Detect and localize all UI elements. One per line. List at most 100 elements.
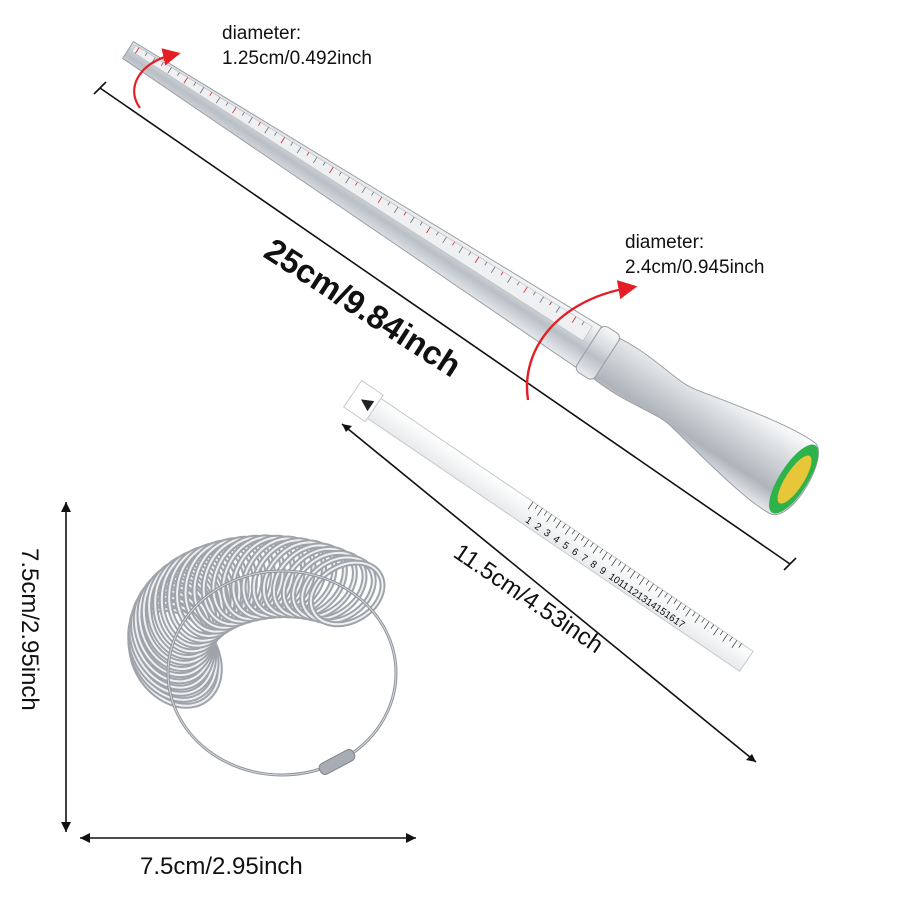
strip-tick: [564, 526, 571, 535]
strip-tick: [574, 533, 580, 541]
strip-tick: [638, 577, 645, 586]
mandrel-scale: [131, 45, 593, 342]
mandrel-tick: [241, 112, 245, 116]
mandrel-tick: [232, 107, 237, 114]
mandrel-tick: [387, 201, 391, 206]
strip-tick: [682, 605, 687, 611]
strip-tick: [627, 567, 631, 573]
mandrel-tick: [274, 132, 277, 136]
mandrel-tick: [581, 321, 585, 326]
mandrel-tick: [296, 146, 302, 154]
rings-width-arrow-right: [406, 833, 416, 843]
bottom-diameter-arc: [525, 280, 638, 401]
strip-length-arrow-start: [342, 424, 352, 432]
mandrel-tick: [549, 301, 553, 306]
mandrel-tick: [435, 231, 439, 236]
strip-scale-number: 2: [532, 521, 543, 533]
mandrel-tick: [377, 196, 383, 204]
strip-tick: [648, 583, 654, 592]
mandrel-tick: [523, 286, 528, 293]
strip-tick: [608, 555, 613, 560]
strip-tick: [571, 529, 576, 535]
strip-length-arrow-end: [746, 754, 756, 762]
mandrel-tick: [468, 251, 472, 256]
mandrel-tick: [225, 102, 229, 106]
strip-tick: [657, 589, 664, 598]
mandrel-tick: [539, 296, 544, 303]
strip-tick: [629, 570, 636, 579]
mandrel-tick: [452, 241, 455, 246]
strip-scale-number: 5: [560, 540, 571, 552]
strip-tick: [611, 558, 617, 567]
mandrel-tick: [361, 186, 366, 194]
mandrel-tick: [322, 161, 326, 166]
mandrel-tick: [442, 236, 447, 244]
mandrel-tick: [329, 166, 334, 174]
strip-tick: [710, 624, 715, 629]
strip-scale-number: 3: [541, 527, 552, 539]
mandrel-length-line: [99, 87, 791, 565]
strip-tick: [703, 621, 710, 630]
strip-tick: [701, 618, 705, 623]
ring-sizer-set: 7.5cm/2.95inch 7.5cm/2.95inch: [16, 502, 416, 880]
strip-tick: [583, 539, 589, 548]
mandrel-tick: [338, 171, 342, 176]
strip-tick: [590, 542, 594, 548]
strip-tick: [738, 643, 742, 648]
mandrel-tick: [264, 127, 269, 134]
top-diameter-label: diameter:: [222, 23, 301, 44]
mandrel-tick: [280, 137, 286, 144]
strip-tick: [666, 596, 673, 604]
strip-tick: [719, 630, 724, 636]
mandrel-tick: [345, 176, 350, 184]
strip-tick: [620, 564, 627, 573]
rings-height-arrow-bottom: [61, 822, 71, 832]
bottom-diameter-label: diameter:: [625, 232, 704, 253]
mandrel-tick: [312, 156, 318, 164]
strip-scale-number: 9: [597, 565, 608, 577]
mandrel-tick: [355, 181, 358, 186]
mandrel-tick: [167, 67, 172, 74]
rings-width-label: 7.5cm/2.95inch: [140, 853, 303, 880]
mandrel-tick: [177, 72, 180, 76]
strip-tick: [685, 608, 691, 617]
strip-tick: [601, 552, 608, 560]
mandrel-tick: [507, 276, 512, 283]
mandrel-tick: [426, 226, 431, 234]
mandrel-tick: [393, 206, 399, 214]
rings-width-arrow-left: [80, 833, 90, 843]
mandrel-tick: [306, 151, 310, 156]
strip-tick: [636, 574, 640, 579]
mandrel-tick: [199, 87, 205, 94]
mandrel-end-cap-inner: [777, 455, 812, 504]
top-diameter-value: 1.25cm/0.492inch: [222, 48, 372, 69]
strip-tick: [729, 637, 733, 642]
key-ring-screw-lock: [318, 749, 356, 775]
bottom-diameter-value: 2.4cm/0.945inch: [625, 257, 764, 278]
mandrel-tick: [490, 266, 496, 273]
mandrel-tick: [290, 141, 294, 146]
mandrel-tick: [484, 261, 488, 266]
strip-tick: [722, 633, 728, 642]
strip-length-line: [341, 423, 757, 763]
mandrel-tick: [257, 122, 261, 126]
strip-tick: [555, 520, 562, 529]
strip-tick: [694, 614, 701, 623]
mandrel-tick: [144, 52, 148, 57]
mandrel-tick: [419, 221, 423, 226]
strip-tick: [645, 580, 650, 585]
strip-tick: [592, 545, 599, 554]
strip-tick: [673, 599, 677, 604]
strip-scale-number: 4: [551, 534, 562, 546]
mandrel-tick: [403, 211, 407, 216]
rings-height-arrow-top: [61, 502, 71, 512]
strip-tick: [580, 536, 585, 541]
strip-tick: [618, 561, 622, 567]
strip-tick: [731, 640, 738, 649]
mandrel-tick: [555, 306, 561, 313]
mandrel-handle: [593, 337, 819, 516]
strip-tick: [537, 507, 543, 516]
mandrel-tick: [215, 97, 221, 104]
strip-tick: [553, 517, 557, 522]
